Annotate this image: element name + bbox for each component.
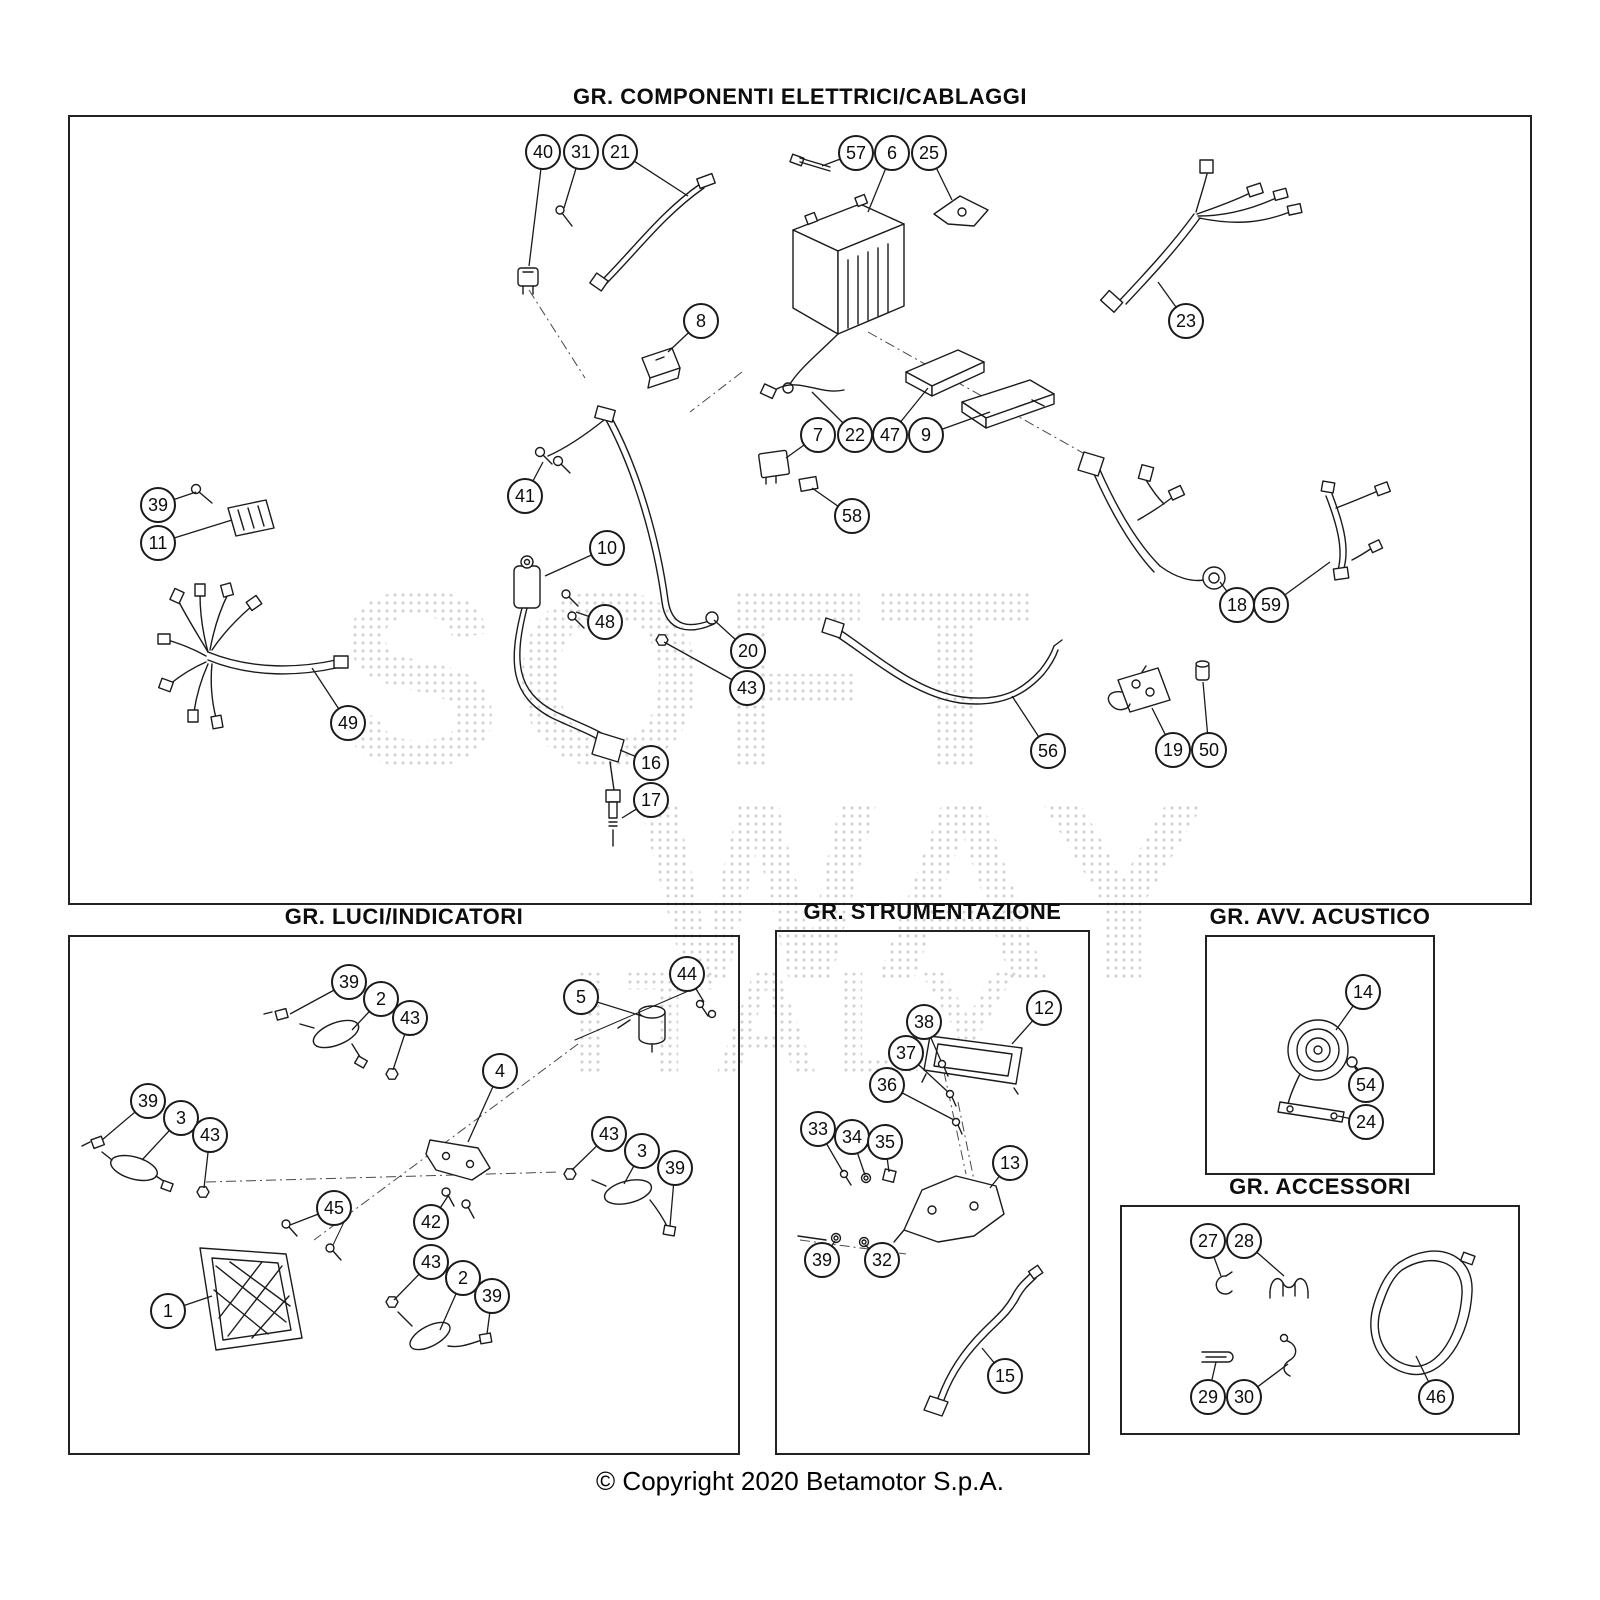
- part-43-nut-drawing: [196, 1186, 210, 1198]
- copyright-text: © Copyright 2020 Betamotor S.p.A.: [596, 1466, 1004, 1496]
- part-8-relay-drawing: [641, 347, 681, 389]
- part-main-cable-drawing: [547, 405, 715, 631]
- parts-artwork: [81, 153, 1476, 1417]
- watermark-text: SOFT: [335, 535, 1042, 822]
- part-54-bolt-drawing: [1346, 1056, 1365, 1077]
- part-38-37-36-screws-drawing: [937, 1059, 963, 1135]
- part-15-cable-drawing: [923, 1264, 1044, 1417]
- part-27-clip-drawing: [1215, 1271, 1233, 1295]
- part-39-connector-drawing: [662, 1224, 677, 1237]
- part-47-box-drawing: [905, 349, 985, 397]
- watermark-text: ITALY: [570, 938, 1028, 1111]
- part-3-indicator-drawing: [591, 1179, 669, 1229]
- part-44-screws-drawing: [695, 999, 717, 1019]
- part-25-bracket-drawing: [933, 195, 989, 227]
- part-57-screw-drawing: [789, 153, 831, 172]
- part-31-screw-drawing: [555, 205, 573, 227]
- part-17-spark-plug-drawing: [605, 789, 621, 847]
- part-12-instrument-drawing: [921, 1035, 1023, 1095]
- part-19-starter-relay-drawing: [1107, 665, 1171, 713]
- part-39-screw-drawing: [190, 483, 213, 504]
- section-title-luci-indicatori: GR. LUCI/INDICATORI: [284, 904, 524, 929]
- part-2-indicator-drawing: [299, 1019, 369, 1069]
- part-41-bolts-drawing: [534, 446, 571, 474]
- part-3-indicator-drawing: [101, 1151, 174, 1193]
- part-42-screws-drawing: [441, 1187, 475, 1219]
- part-6-battery-drawing: [782, 193, 905, 394]
- part-56-battery-cable-drawing: [821, 617, 1063, 705]
- part-7-relay-drawing: [758, 449, 790, 485]
- part-24-bracket-drawing: [1277, 1101, 1345, 1123]
- section-box-componenti-elettrici: [68, 115, 1532, 905]
- part-9-ecu-drawing: [961, 379, 1055, 429]
- part-5-flasher-drawing: [574, 985, 701, 1053]
- part-39-connector-drawing: [263, 1007, 289, 1021]
- section-box-accessori: [1120, 1205, 1520, 1435]
- section-box-avv-acustico: [1205, 935, 1435, 1175]
- part-2-indicator-drawing: [397, 1311, 483, 1351]
- part-58-plate-drawing: [798, 475, 819, 492]
- section-title-strumentazione: GR. STRUMENTAZIONE: [803, 899, 1062, 924]
- part-16-spark-cap-drawing: [591, 731, 625, 791]
- construction-lines: [205, 289, 1093, 1255]
- callout-leader-lines: [101, 151, 1437, 1398]
- part-1-headlight-drawing: [199, 1247, 303, 1351]
- part-29-clip-drawing: [1201, 1351, 1234, 1363]
- part-13-bracket-drawing: [893, 1175, 1005, 1243]
- part-22-cable-drawing: [759, 383, 845, 400]
- part-59-harness-drawing: [1320, 480, 1391, 581]
- part-50-cap-drawing: [1195, 660, 1210, 681]
- watermark-text: WAY: [640, 748, 1217, 1035]
- part-45-screws-drawing: [281, 1219, 345, 1261]
- part-14-horn-drawing: [1287, 1019, 1349, 1105]
- part-49-main-harness-drawing: [157, 582, 349, 730]
- section-title-avv-acustico: GR. AVV. ACUSTICO: [1209, 904, 1431, 929]
- part-4-bracket-drawing: [425, 1139, 491, 1181]
- part-21-battery-cable-drawing: [589, 172, 716, 292]
- part-46-strap-drawing: [1370, 1250, 1476, 1376]
- part-10-ignition-coil-drawing: [513, 555, 607, 743]
- section-box-strumentazione: [775, 930, 1090, 1455]
- part-23-harness-drawing: [1099, 159, 1303, 313]
- part-39-connector-drawing: [478, 1332, 493, 1345]
- section-box-luci-indicatori: [68, 935, 740, 1455]
- section-title-accessori: GR. ACCESSORI: [1229, 1174, 1411, 1199]
- part-18-harness-drawing: [1077, 451, 1226, 590]
- part-43-nut-drawing: [385, 1068, 399, 1080]
- part-40-fuse-drawing: [517, 267, 539, 295]
- part-43-nut-drawing: [563, 1168, 577, 1180]
- part-39-connector-drawing: [81, 1135, 106, 1150]
- part-28-clamp-drawing: [1269, 1277, 1309, 1299]
- part-30-hook-drawing: [1279, 1333, 1297, 1377]
- section-title-componenti-elettrici: GR. COMPONENTI ELETTRICI/CABLAGGI: [572, 84, 1028, 109]
- part-48-bolts-drawing: [561, 589, 585, 629]
- part-11-regulator-drawing: [227, 499, 275, 537]
- part-33-34-35-fasteners-drawing: [839, 1168, 897, 1186]
